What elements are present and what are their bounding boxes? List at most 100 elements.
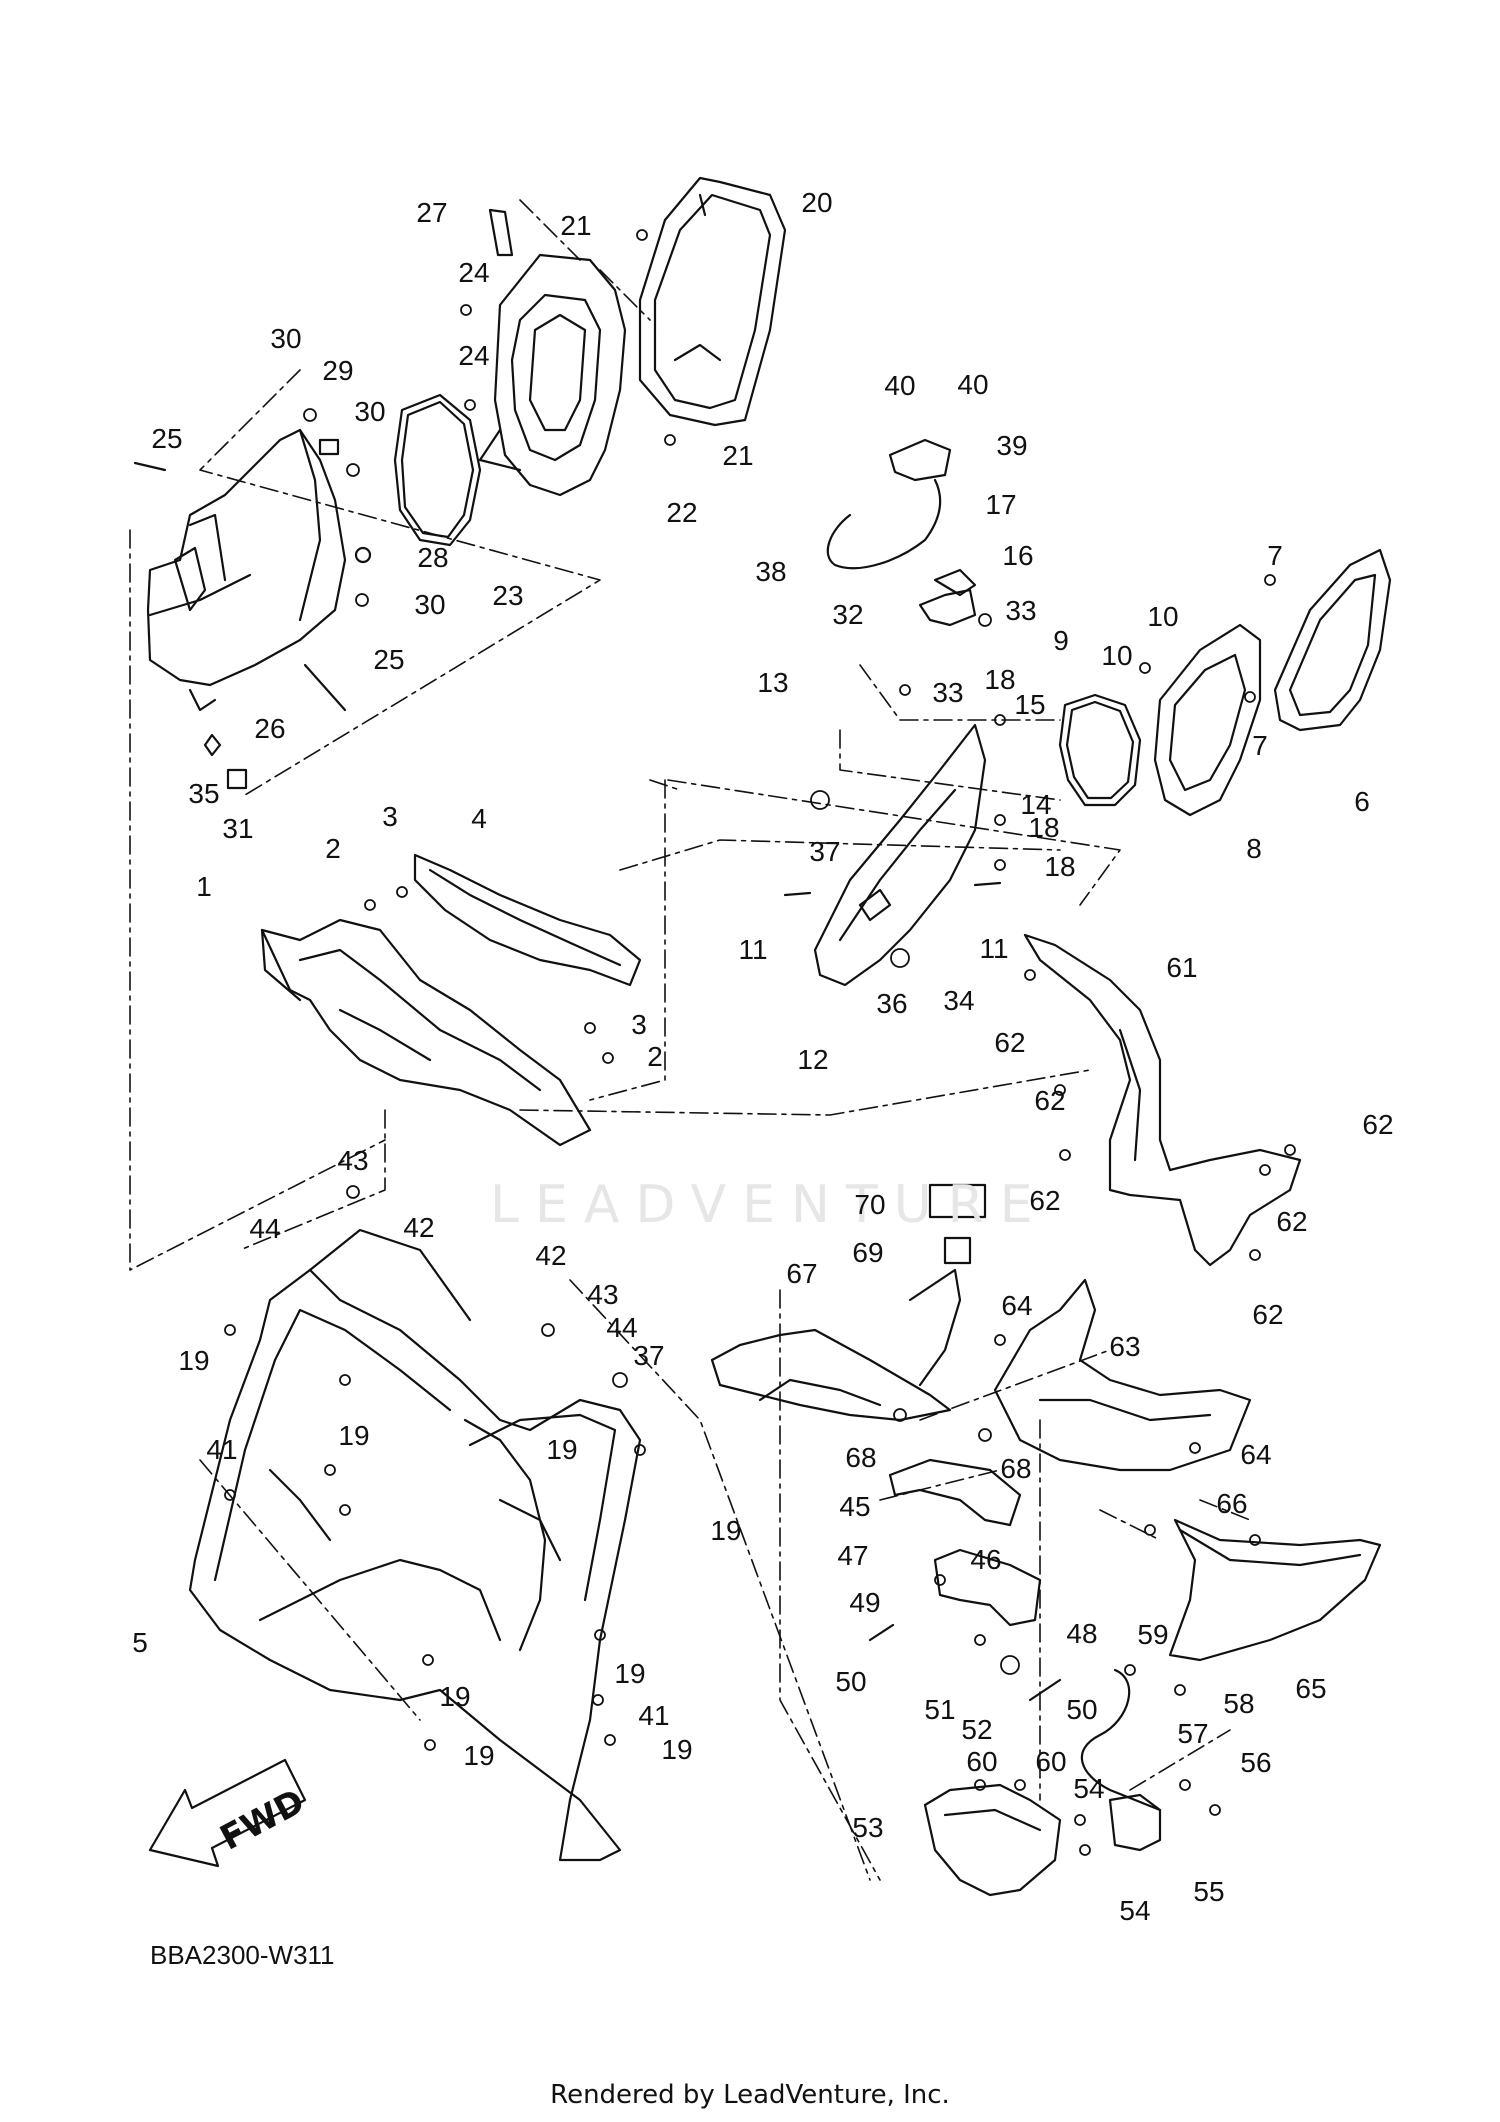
part-9-seal xyxy=(1060,695,1140,805)
callout-40: 40 xyxy=(884,370,916,401)
part-45-cover xyxy=(890,1460,1020,1525)
callout-18: 18 xyxy=(1044,851,1076,882)
callout-8: 8 xyxy=(1246,833,1262,864)
fwd-arrow xyxy=(150,1760,305,1866)
callout-4: 4 xyxy=(471,803,487,834)
part-31-clip xyxy=(228,770,246,788)
callout-12: 12 xyxy=(797,1044,829,1075)
part-4-bar xyxy=(415,855,640,985)
callout-50: 50 xyxy=(835,1666,867,1697)
part-50-rod xyxy=(870,1625,893,1640)
callout-68: 68 xyxy=(1000,1453,1032,1484)
callout-37: 37 xyxy=(633,1340,665,1371)
part-20-cover xyxy=(640,178,785,425)
callout-62: 62 xyxy=(1252,1299,1284,1330)
callout-19: 19 xyxy=(710,1515,742,1546)
callout-30: 30 xyxy=(414,589,446,620)
callout-49: 49 xyxy=(849,1587,881,1618)
assembly-lines xyxy=(130,200,1250,1880)
callout-11: 11 xyxy=(738,934,768,965)
callout-19: 19 xyxy=(546,1434,578,1465)
callout-55: 55 xyxy=(1193,1876,1225,1907)
callout-27: 27 xyxy=(416,197,448,228)
callout-63: 63 xyxy=(1109,1331,1141,1362)
part-8-frame xyxy=(1155,625,1260,815)
callout-38: 38 xyxy=(755,556,787,587)
callout-10: 10 xyxy=(1101,640,1133,671)
part-1-panel xyxy=(262,920,590,1145)
callout-62: 62 xyxy=(994,1027,1026,1058)
callout-41: 41 xyxy=(206,1434,238,1465)
callout-43: 43 xyxy=(587,1279,619,1310)
callout-6: 6 xyxy=(1354,786,1370,817)
part-35-spring xyxy=(205,735,220,755)
callout-53: 53 xyxy=(852,1812,884,1843)
part-38-cable xyxy=(828,480,940,568)
callout-26: 26 xyxy=(254,713,286,744)
callout-2: 2 xyxy=(325,833,341,864)
callout-60: 60 xyxy=(1035,1746,1067,1777)
callout-33: 33 xyxy=(932,677,964,708)
part-26-housing xyxy=(148,430,345,710)
callout-36: 36 xyxy=(876,988,908,1019)
callout-47: 47 xyxy=(837,1540,869,1571)
callout-50: 50 xyxy=(1066,1694,1098,1725)
callout-24: 24 xyxy=(458,257,490,288)
callout-35: 35 xyxy=(188,778,220,809)
callout-56: 56 xyxy=(1240,1747,1272,1778)
callout-60: 60 xyxy=(966,1746,998,1777)
callout-54: 54 xyxy=(1073,1773,1105,1804)
callout-21: 21 xyxy=(560,210,592,241)
callout-42: 42 xyxy=(535,1240,567,1271)
part-67-panel xyxy=(712,1330,950,1420)
callout-65: 65 xyxy=(1295,1673,1327,1704)
callout-19: 19 xyxy=(614,1658,646,1689)
callout-22: 22 xyxy=(666,497,698,528)
callout-7: 7 xyxy=(1252,730,1268,761)
callout-62: 62 xyxy=(1362,1109,1394,1140)
callout-34: 34 xyxy=(943,985,975,1016)
callout-19: 19 xyxy=(463,1740,495,1771)
callout-44: 44 xyxy=(606,1312,638,1343)
callout-66: 66 xyxy=(1216,1488,1248,1519)
callout-5: 5 xyxy=(132,1627,148,1658)
callout-23: 23 xyxy=(492,580,524,611)
callout-11: 11 xyxy=(979,933,1009,964)
callout-13: 13 xyxy=(757,667,789,698)
callout-2: 2 xyxy=(647,1041,663,1072)
part-25-rod xyxy=(305,665,345,710)
part-57-cable xyxy=(1082,1670,1160,1810)
callout-16: 16 xyxy=(1002,540,1034,571)
callout-68: 68 xyxy=(845,1442,877,1473)
callout-39: 39 xyxy=(996,430,1028,461)
watermark: LEADVENTURE xyxy=(490,1175,1049,1235)
part-22-frame xyxy=(480,255,625,495)
callout-17: 17 xyxy=(985,489,1017,520)
callout-69: 69 xyxy=(852,1237,884,1268)
callout-67: 67 xyxy=(786,1258,818,1289)
callout-43: 43 xyxy=(337,1145,369,1176)
part-11-pin xyxy=(975,883,1000,885)
callout-44: 44 xyxy=(249,1213,281,1244)
callout-58: 58 xyxy=(1223,1688,1255,1719)
callout-62: 62 xyxy=(1029,1185,1061,1216)
fasteners xyxy=(225,230,1295,1855)
part-39-bracket xyxy=(890,440,950,480)
part-16-part xyxy=(935,570,975,595)
part-32-bracket xyxy=(920,590,975,625)
callout-1: 1 xyxy=(196,871,212,902)
callout-62: 62 xyxy=(1034,1085,1066,1116)
callout-24: 24 xyxy=(458,340,490,371)
callout-14: 14 xyxy=(1020,789,1052,820)
callout-64: 64 xyxy=(1001,1290,1033,1321)
callout-21: 21 xyxy=(722,440,754,471)
callout-70: 70 xyxy=(854,1189,886,1220)
callout-33: 33 xyxy=(1005,595,1037,626)
footer-credit: Rendered by LeadVenture, Inc. xyxy=(550,2080,950,2110)
callout-25: 25 xyxy=(151,423,183,454)
callout-57: 57 xyxy=(1177,1718,1209,1749)
callout-18: 18 xyxy=(984,664,1016,695)
callout-10: 10 xyxy=(1147,601,1179,632)
callout-37: 37 xyxy=(809,836,841,867)
